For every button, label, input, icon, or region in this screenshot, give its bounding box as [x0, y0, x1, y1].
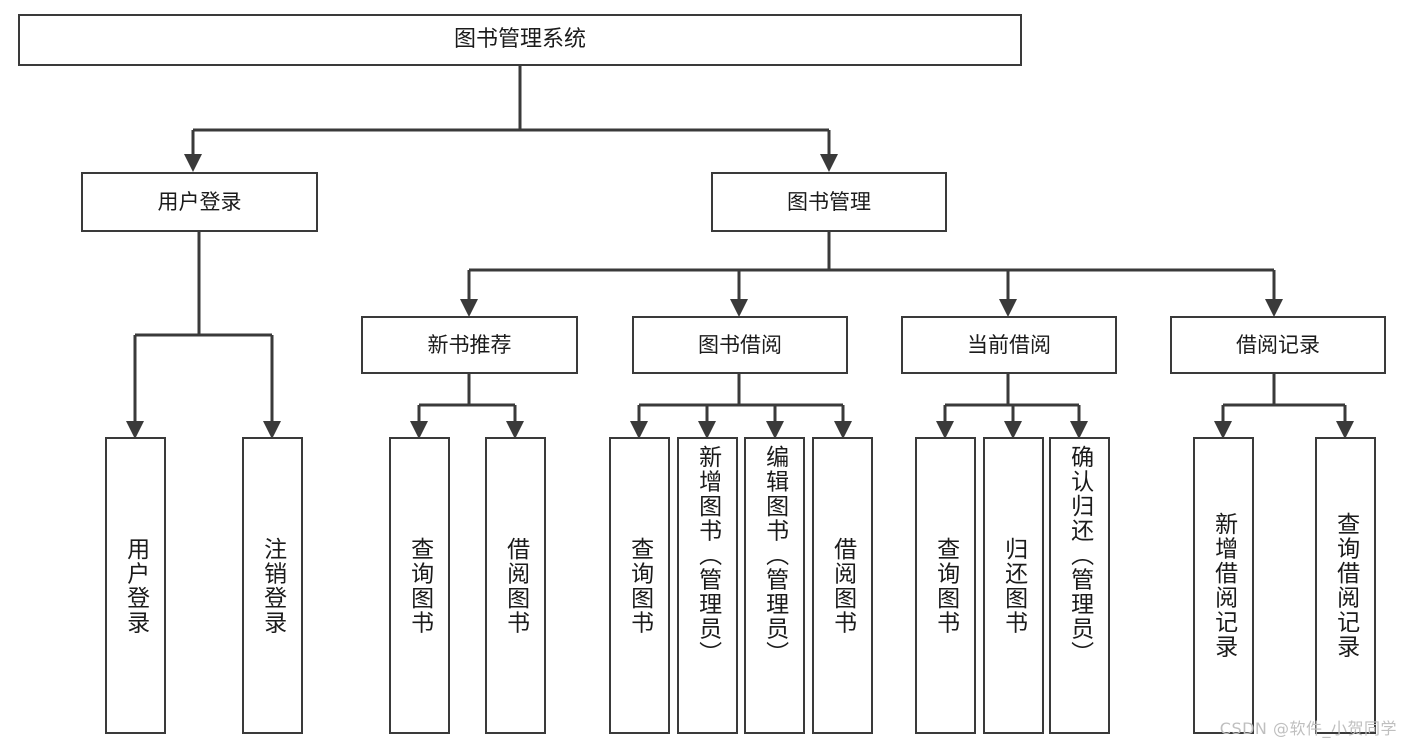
node-leaf-borrow-book-1[interactable]: 借阅图书 [485, 437, 546, 734]
node-leaf-add-record-label: 新增借阅记录 [1210, 512, 1237, 659]
node-book-borrow-label: 图书借阅 [698, 332, 782, 357]
node-leaf-confirm-return-label: 确认归还（管理员） [1066, 445, 1093, 666]
node-leaf-user-login-label: 用户登录 [122, 536, 149, 635]
node-leaf-edit-book[interactable]: 编辑图书（管理员） [744, 437, 805, 734]
node-borrow-record[interactable]: 借阅记录 [1170, 316, 1386, 374]
node-leaf-query-record-label: 查询借阅记录 [1332, 512, 1359, 659]
node-leaf-add-book-label: 新增图书（管理员） [694, 445, 721, 666]
node-user-login-label: 用户登录 [157, 189, 242, 214]
node-root-label: 图书管理系统 [453, 27, 586, 53]
node-leaf-add-book[interactable]: 新增图书（管理员） [677, 437, 738, 734]
node-leaf-borrow-book-2[interactable]: 借阅图书 [812, 437, 873, 734]
node-new-book-recommend[interactable]: 新书推荐 [361, 316, 578, 374]
node-leaf-query-book-1[interactable]: 查询图书 [389, 437, 450, 734]
node-leaf-confirm-return[interactable]: 确认归还（管理员） [1049, 437, 1110, 734]
node-leaf-return-book-label: 归还图书 [1000, 536, 1027, 635]
node-leaf-add-record[interactable]: 新增借阅记录 [1193, 437, 1254, 734]
node-current-borrow[interactable]: 当前借阅 [901, 316, 1117, 374]
node-leaf-borrow-book-2-label: 借阅图书 [829, 536, 856, 635]
node-leaf-user-logout-label: 注销登录 [259, 536, 286, 635]
node-leaf-query-book-2-label: 查询图书 [626, 536, 653, 635]
node-book-borrow[interactable]: 图书借阅 [632, 316, 848, 374]
node-leaf-borrow-book-1-label: 借阅图书 [502, 536, 529, 635]
node-leaf-query-book-3[interactable]: 查询图书 [915, 437, 976, 734]
node-leaf-query-record[interactable]: 查询借阅记录 [1315, 437, 1376, 734]
node-book-manage-label: 图书管理 [787, 189, 871, 214]
node-current-borrow-label: 当前借阅 [967, 332, 1051, 357]
node-new-book-recommend-label: 新书推荐 [427, 332, 512, 357]
node-root[interactable]: 图书管理系统 [18, 14, 1022, 66]
node-leaf-query-book-1-label: 查询图书 [406, 536, 433, 635]
node-user-login[interactable]: 用户登录 [81, 172, 318, 232]
node-leaf-user-logout[interactable]: 注销登录 [242, 437, 303, 734]
node-leaf-query-book-3-label: 查询图书 [932, 536, 959, 635]
node-leaf-return-book[interactable]: 归还图书 [983, 437, 1044, 734]
node-leaf-query-book-2[interactable]: 查询图书 [609, 437, 670, 734]
node-book-manage[interactable]: 图书管理 [711, 172, 947, 232]
watermark-text: CSDN @软件_小贺同学 [1219, 719, 1397, 738]
node-leaf-edit-book-label: 编辑图书（管理员） [761, 445, 788, 666]
node-borrow-record-label: 借阅记录 [1236, 332, 1320, 357]
node-leaf-user-login[interactable]: 用户登录 [105, 437, 166, 734]
